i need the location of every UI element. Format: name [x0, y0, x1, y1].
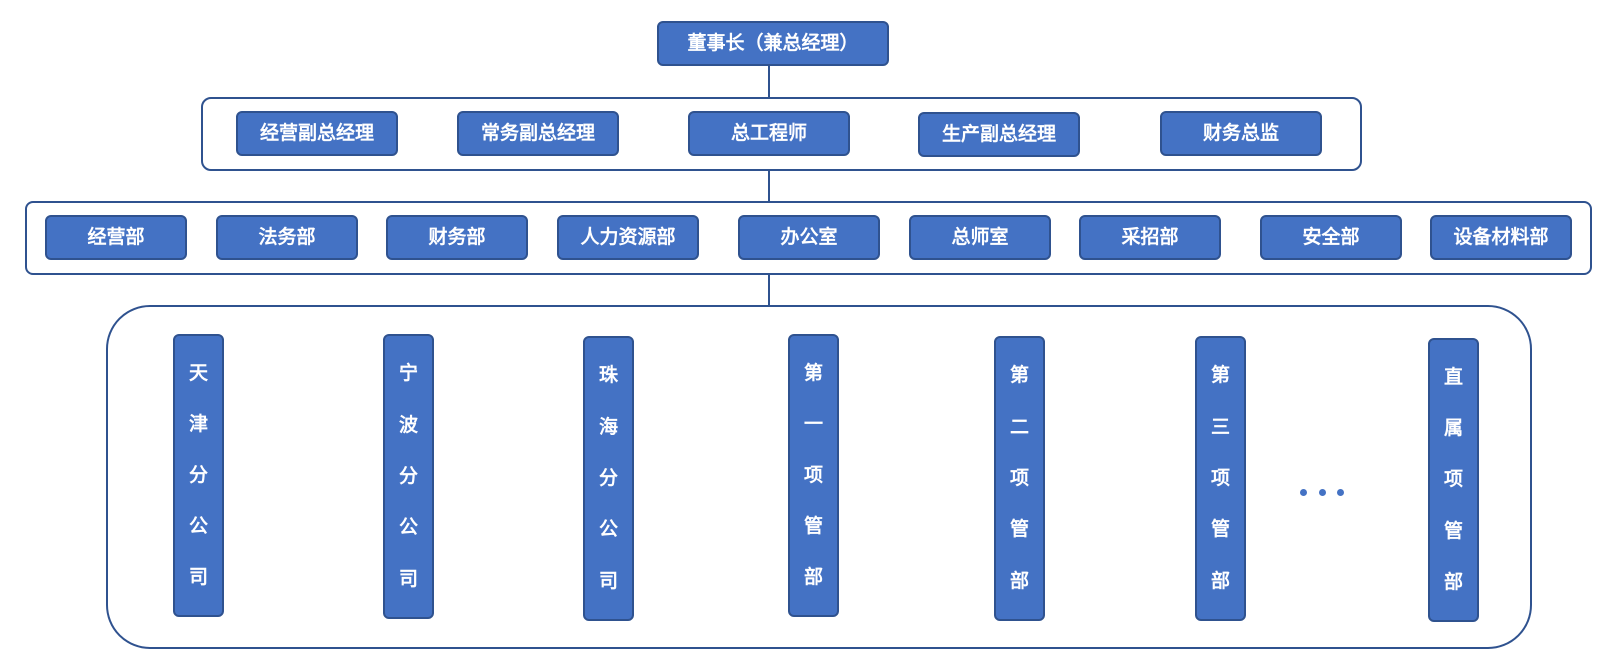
vertical-char: 第	[1009, 364, 1029, 387]
vertical-char: 第	[1210, 364, 1230, 387]
node-branch-project-2[interactable]: 第二项管部	[994, 336, 1045, 621]
vertical-char: 部	[1210, 569, 1230, 592]
vertical-char: 分	[598, 466, 618, 489]
node-chairman[interactable]: 董事长（兼总经理）	[657, 21, 889, 66]
node-dept-safety[interactable]: 安全部	[1260, 215, 1402, 260]
node-branch-project-1[interactable]: 第一项管部	[788, 334, 839, 617]
node-exec-chief-engineer[interactable]: 总工程师	[688, 111, 850, 156]
vertical-char: 部	[803, 566, 823, 588]
node-exec-business-vp[interactable]: 经营副总经理	[236, 111, 398, 156]
vertical-char: 天	[188, 362, 208, 384]
vertical-char: 直	[1443, 366, 1463, 389]
vertical-char: 项	[1210, 466, 1230, 489]
node-branch-ningbo[interactable]: 宁波分公司	[383, 334, 434, 619]
vertical-char: 属	[1443, 417, 1463, 440]
vertical-char: 第	[803, 362, 823, 384]
node-dept-equipment[interactable]: 设备材料部	[1430, 215, 1572, 260]
vertical-char: 管	[1210, 518, 1230, 541]
node-dept-business[interactable]: 经营部	[45, 215, 187, 260]
node-exec-executive-vp[interactable]: 常务副总经理	[457, 111, 619, 156]
vertical-char: 管	[1443, 519, 1463, 542]
node-dept-chief-engineer-office[interactable]: 总师室	[909, 215, 1051, 260]
vertical-char: 司	[188, 566, 208, 588]
node-dept-hr[interactable]: 人力资源部	[557, 215, 699, 260]
vertical-char: 三	[1210, 415, 1230, 438]
vertical-char: 司	[398, 567, 418, 590]
node-branch-direct[interactable]: 直属项管部	[1428, 338, 1479, 622]
vertical-char: 二	[1009, 415, 1029, 438]
vertical-char: 津	[188, 413, 208, 435]
vertical-char: 公	[598, 518, 618, 541]
vertical-char: 宁	[398, 362, 418, 385]
node-dept-procurement[interactable]: 采招部	[1079, 215, 1221, 260]
vertical-char: 分	[188, 464, 208, 486]
node-branch-project-3[interactable]: 第三项管部	[1195, 336, 1246, 621]
vertical-char: 公	[188, 515, 208, 537]
vertical-char: 管	[803, 515, 823, 537]
vertical-char: 项	[1009, 466, 1029, 489]
node-exec-cfo[interactable]: 财务总监	[1160, 111, 1322, 156]
node-dept-finance[interactable]: 财务部	[386, 215, 528, 260]
node-dept-legal[interactable]: 法务部	[216, 215, 358, 260]
vertical-char: 司	[598, 569, 618, 592]
vertical-char: 项	[803, 464, 823, 486]
vertical-char: 海	[598, 415, 618, 438]
node-dept-office[interactable]: 办公室	[738, 215, 880, 260]
vertical-char: 珠	[598, 364, 618, 387]
vertical-char: 管	[1009, 518, 1029, 541]
vertical-char: 一	[803, 413, 823, 435]
ellipsis-icon	[1300, 480, 1344, 504]
vertical-char: 部	[1009, 569, 1029, 592]
vertical-char: 公	[398, 516, 418, 539]
node-branch-tianjin[interactable]: 天津分公司	[173, 334, 224, 617]
vertical-char: 分	[398, 464, 418, 487]
vertical-char: 项	[1443, 468, 1463, 491]
vertical-char: 波	[398, 413, 418, 436]
node-branch-zhuhai[interactable]: 珠海分公司	[583, 336, 634, 621]
node-exec-production-vp[interactable]: 生产副总经理	[918, 112, 1080, 157]
vertical-char: 部	[1443, 570, 1463, 593]
